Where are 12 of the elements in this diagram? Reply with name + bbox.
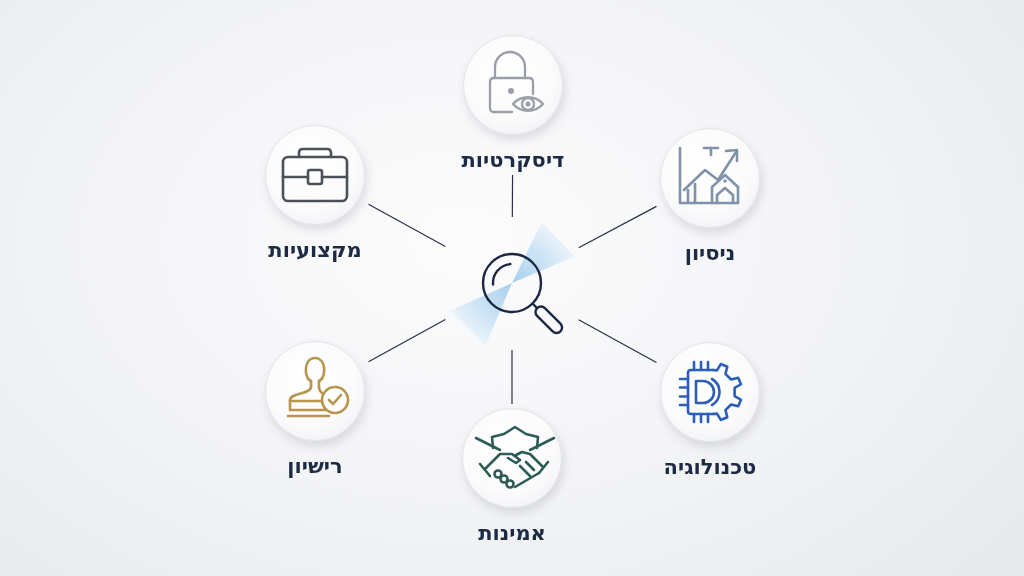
- connector-line: [511, 174, 514, 218]
- label-text: רישיון: [287, 455, 343, 477]
- label-text: ניסיון: [684, 242, 736, 264]
- label-text: טכנולוגיה: [663, 456, 757, 478]
- connector-line: [367, 318, 446, 363]
- connector-line: [367, 203, 446, 248]
- label-text: דיסקרטיות: [461, 149, 565, 171]
- connector-line: [511, 349, 513, 405]
- label-text: מקצועיות: [268, 239, 362, 261]
- connector-line: [578, 319, 658, 364]
- connector-line: [578, 205, 658, 249]
- label-text: אמינות: [478, 522, 546, 544]
